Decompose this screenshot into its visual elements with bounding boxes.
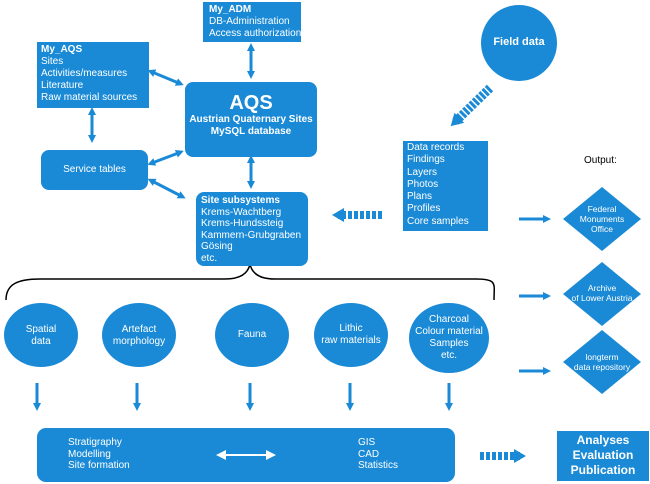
my-aqs-line: Activities/measures: [41, 68, 128, 79]
data-record-item: Plans: [407, 191, 433, 203]
category-node-artefact: [102, 303, 176, 367]
category-node-lithic: [314, 303, 388, 367]
my-adm-line: Access authorization: [209, 28, 302, 39]
output-diamond-2: [563, 262, 641, 326]
site-subsystems-title: Site subsystems: [201, 195, 280, 206]
service-tables-label: Service tables: [63, 164, 126, 175]
my-adm-line: DB-Administration: [209, 16, 290, 27]
data-record-item: Core samples: [407, 215, 469, 227]
arrow-fielddata-records: [450, 84, 494, 127]
data-records-box: Data records Findings Layers Photos Plan…: [403, 141, 488, 231]
category-label-fauna: Fauna: [237, 329, 267, 340]
my-aqs-title: My_AQS: [41, 44, 83, 55]
output-label-federal: Federal Monuments Office: [579, 204, 625, 234]
results-line: Publication: [570, 463, 636, 477]
my-adm-box: My_ADM DB-Administration Access authoriz…: [203, 2, 301, 42]
data-record-item: Profiles: [407, 203, 441, 215]
output-diamond-1: [563, 187, 641, 251]
data-record-item: Data records: [407, 142, 465, 153]
site-item: etc.: [201, 252, 218, 264]
aqs-database-box: AQS Austrian Quaternary Sites MySQL data…: [185, 82, 317, 157]
methods-left-list: Stratigraphy Modelling Site formation: [68, 437, 130, 471]
field-data-node: [481, 5, 557, 81]
output-diamond-3: [563, 330, 641, 394]
site-item: Krems-Wachtberg: [201, 206, 282, 218]
my-aqs-line: Sites: [41, 56, 64, 67]
site-item: Kammern-Grubgraben: [201, 229, 302, 241]
curly-brace: [5, 263, 496, 301]
aqs-title: AQS: [229, 92, 273, 114]
category-label-artefact: Artefact morphology: [112, 324, 166, 347]
data-record-item: Layers: [407, 166, 438, 178]
category-node-charcoal: [409, 303, 489, 373]
aqs-db-label: MySQL database: [210, 126, 292, 137]
output-title: Output:: [584, 155, 617, 166]
results-line: Evaluation: [572, 448, 634, 462]
service-tables-box: Service tables: [41, 150, 148, 190]
output-label-repository: longterm data repository: [573, 352, 631, 372]
data-record-item: Photos: [407, 178, 439, 190]
category-label-charcoal: Charcoal Colour material Samples etc.: [415, 314, 483, 361]
results-line: Analyses: [576, 433, 630, 447]
results-box: Analyses Evaluation Publication: [557, 431, 649, 481]
arrow-service-aqs: [147, 150, 184, 166]
category-node-spatial: [4, 303, 78, 367]
category-label-lithic: Lithic raw materials: [321, 323, 381, 346]
field-data-label: Field data: [493, 36, 545, 48]
arrow-service-subsystems: [147, 178, 186, 199]
site-item: Gösing: [201, 241, 233, 253]
site-item: Krems-Hundssteig: [201, 218, 284, 230]
my-aqs-box: My_AQS Sites Activities/measures Literat…: [37, 42, 149, 108]
data-record-item: Findings: [407, 154, 445, 166]
arrow-myaqs-aqs: [147, 69, 184, 86]
aqs-subtitle: Austrian Quaternary Sites: [189, 114, 313, 125]
connector-arrows: [33, 43, 551, 411]
category-node-fauna: [215, 303, 289, 367]
output-label-archive: Archive of Lower Austria: [571, 283, 633, 303]
methods-right-list: GIS CAD Statistics: [358, 437, 399, 471]
site-subsystems-box: Site subsystems Krems-Wachtberg Krems-Hu…: [196, 192, 308, 266]
category-label-spatial: Spatial data: [25, 324, 57, 347]
my-aqs-line: Raw material sources: [41, 92, 138, 103]
my-adm-title: My_ADM: [209, 4, 252, 15]
my-aqs-line: Literature: [41, 80, 84, 91]
